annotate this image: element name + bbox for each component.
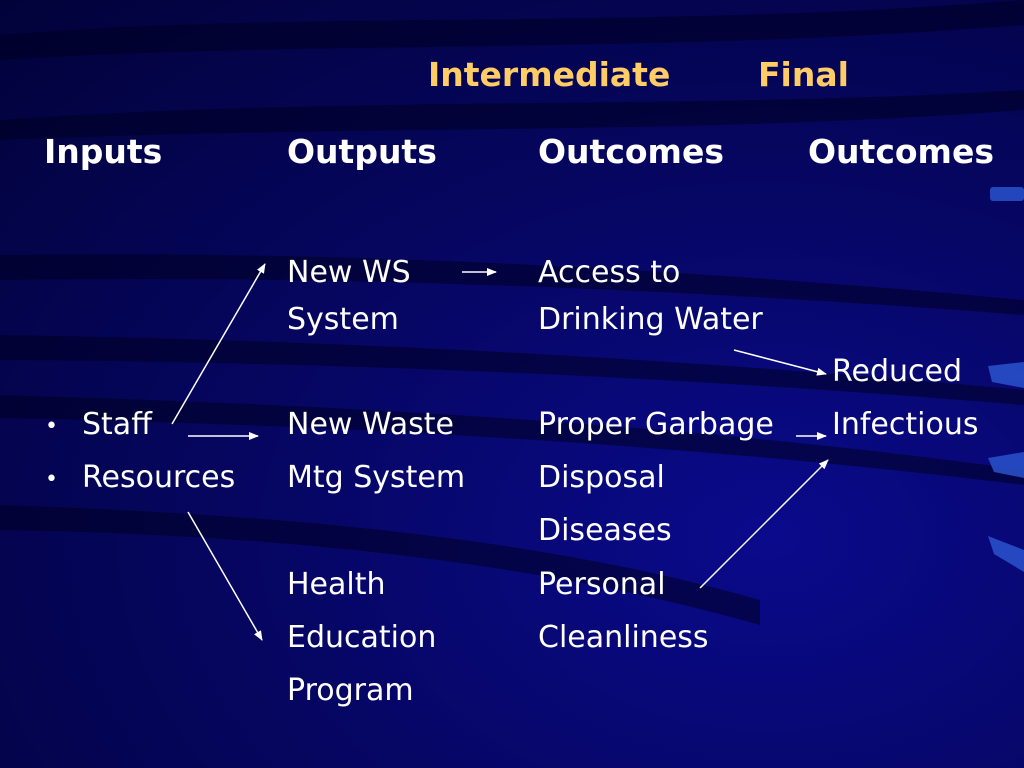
bullet-icon: • — [45, 414, 58, 439]
column-header-inputs: Inputs — [44, 132, 163, 171]
output-health-line3: Program — [287, 673, 414, 708]
intermediate-diseases: Diseases — [538, 513, 672, 548]
input-staff: Staff — [82, 407, 152, 442]
final-outcome-line1: Reduced — [832, 354, 963, 389]
output-ws-line1: New WS — [287, 255, 411, 290]
input-resources: Resources — [82, 460, 236, 495]
column-header-intermediate-outcomes: Outcomes — [538, 132, 724, 171]
column-header-final-outcomes: Outcomes — [808, 132, 994, 171]
intermediate-personal-line2: Cleanliness — [538, 620, 709, 655]
output-waste-line1: New Waste — [287, 407, 454, 442]
final-outcome-line2: Infectious — [832, 407, 979, 442]
output-health-line2: Education — [287, 620, 437, 655]
intermediate-garbage-line2: Disposal — [538, 460, 665, 495]
output-waste-line2: Mtg System — [287, 460, 466, 495]
intermediate-personal-line1: Personal — [538, 567, 666, 602]
output-health-line1: Health — [287, 567, 386, 602]
header-intermediate: Intermediate — [428, 55, 671, 94]
intermediate-access-line1: Access to — [538, 255, 681, 290]
intermediate-access-line2: Drinking Water — [538, 302, 763, 337]
output-ws-line2: System — [287, 302, 399, 337]
header-final: Final — [758, 55, 849, 94]
column-header-outputs: Outputs — [287, 132, 437, 171]
intermediate-garbage-line1: Proper Garbage — [538, 407, 774, 442]
bullet-icon: • — [45, 467, 58, 492]
